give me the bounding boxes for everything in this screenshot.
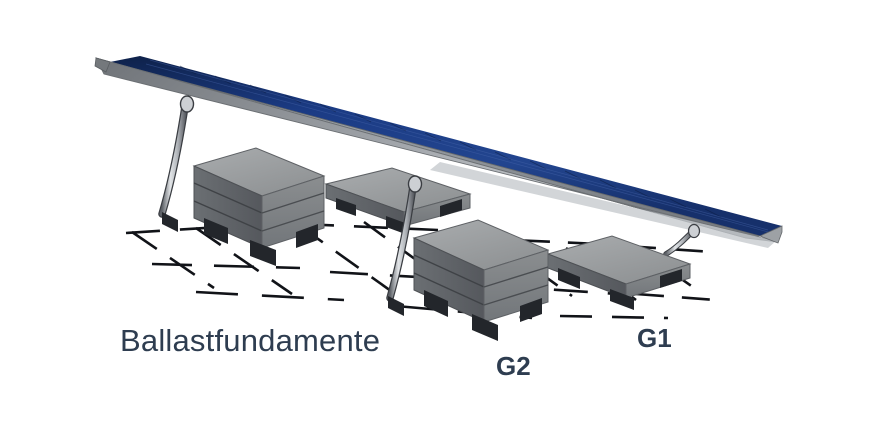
support-strut-right (663, 223, 701, 257)
ballast-block-back-right (324, 167, 472, 235)
ballast-block-front-left (412, 219, 550, 341)
label-ballastfundamente: Ballastfundamente (120, 323, 381, 358)
label-group-g1: G1 (637, 323, 672, 353)
ballast-block-front-right (546, 235, 692, 310)
label-group-g2: G2 (496, 351, 531, 381)
ballast-block-back-left (192, 147, 326, 266)
support-strut-front (386, 175, 423, 316)
support-strut-back (158, 95, 195, 232)
